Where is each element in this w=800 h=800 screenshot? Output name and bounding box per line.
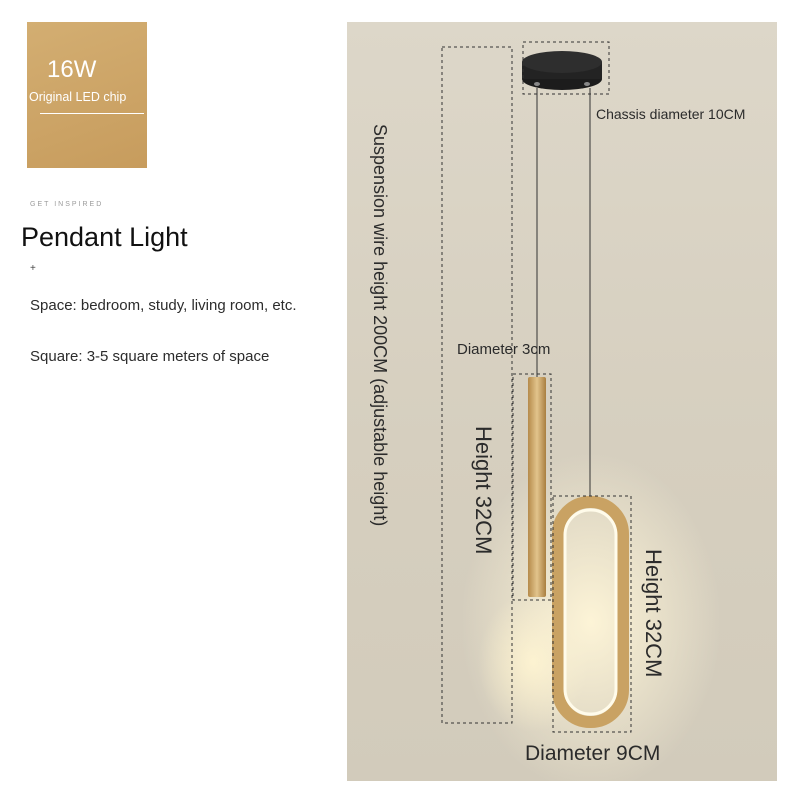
space-spec: Space: bedroom, study, living room, etc.: [30, 297, 297, 314]
tube-lamp: [528, 377, 546, 597]
chip-label: Original LED chip: [29, 90, 127, 104]
ring-diameter-label: Diameter 9CM: [525, 742, 661, 765]
suspension-label: Suspension wire height 200CM (adjustable…: [370, 124, 390, 527]
ring-lamp: [552, 496, 629, 728]
wattage-label: 16W: [47, 56, 97, 83]
ring-height-label: Height 32CM: [641, 549, 666, 678]
plus-mark: +: [30, 263, 36, 274]
tube-height-label: Height 32CM: [471, 426, 496, 555]
product-title: Pendant Light: [21, 222, 188, 252]
pendant-illustration: [441, 41, 721, 781]
badge-divider: [40, 113, 144, 114]
square-spec: Square: 3-5 square meters of space: [30, 348, 270, 365]
chassis-dim-box: [522, 41, 610, 95]
suspension-dim-box: [441, 46, 513, 724]
wattage-badge: 16W Original LED chip: [27, 22, 147, 168]
ring-dim-box: [552, 495, 632, 733]
product-photo: Chassis diameter 10CM Suspension wire he…: [347, 22, 777, 781]
kicker-text: GET INSPIRED: [30, 201, 104, 208]
ring-glow: [461, 452, 721, 781]
chassis-label: Chassis diameter 10CM: [596, 106, 746, 122]
tube-diameter-label: Diameter 3cm: [457, 341, 551, 358]
tube-dim-box: [512, 373, 552, 601]
